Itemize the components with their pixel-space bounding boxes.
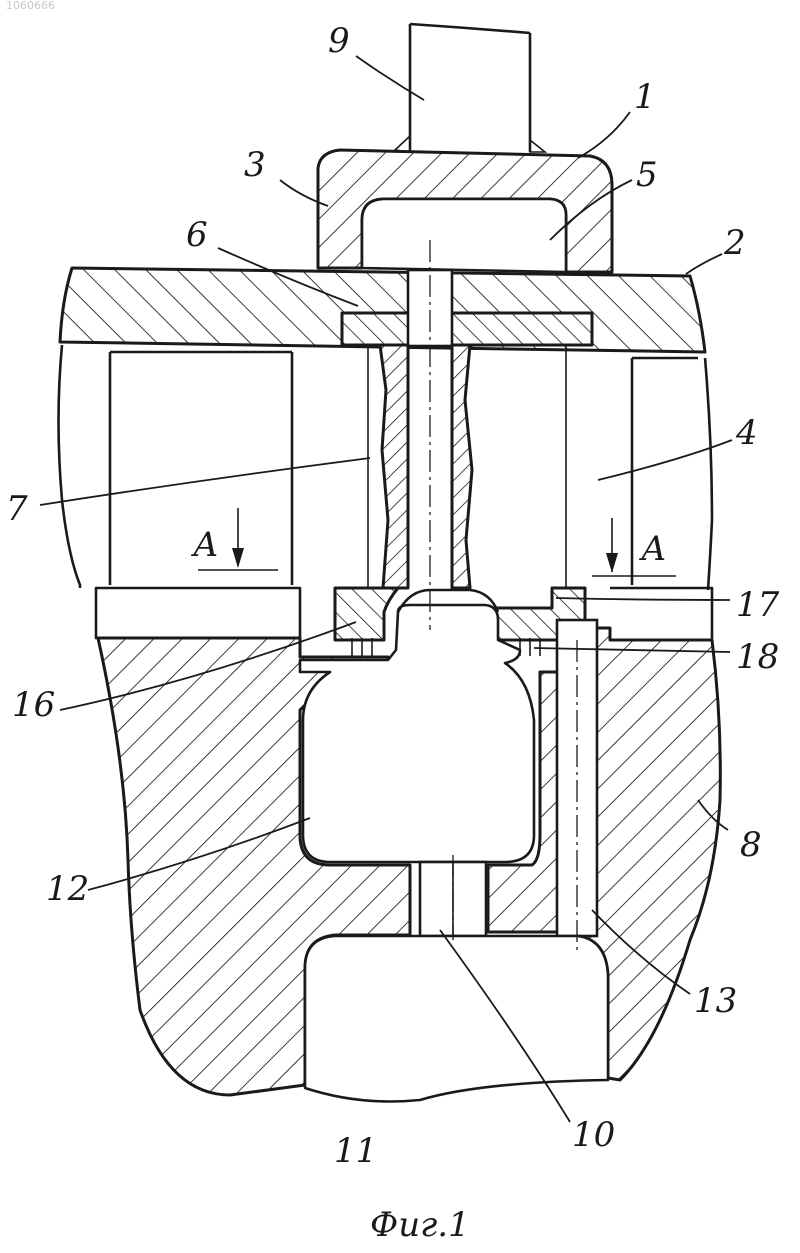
label-4: 4: [735, 413, 758, 453]
label-5: 5: [636, 155, 658, 195]
tube-7: [368, 345, 566, 588]
label-3: 3: [244, 145, 266, 185]
label-13: 13: [694, 981, 737, 1021]
label-1: 1: [634, 77, 656, 117]
insert-6: [342, 313, 592, 345]
section-label-right: А: [639, 529, 667, 569]
document-number: 1060666: [6, 0, 55, 12]
section-mark-a-right: А: [592, 518, 676, 576]
section-mark-a-left: А: [191, 508, 278, 570]
label-10: 10: [572, 1115, 615, 1155]
rod-9: [410, 24, 530, 152]
label-16: 16: [12, 685, 55, 725]
label-2: 2: [723, 223, 746, 263]
label-9: 9: [328, 21, 350, 61]
chamber-12: [300, 605, 534, 862]
label-17: 17: [736, 585, 780, 625]
section-label-left: А: [191, 525, 219, 565]
label-11: 11: [334, 1131, 377, 1171]
figure-caption: Фиг.1: [370, 1205, 470, 1245]
label-7: 7: [6, 489, 28, 529]
seal-weld: [395, 136, 545, 152]
label-6: 6: [186, 215, 208, 255]
label-18: 18: [736, 637, 779, 677]
chamber-5: [362, 199, 566, 272]
label-12: 12: [46, 869, 89, 909]
chamber-11: [305, 936, 608, 1102]
label-8: 8: [740, 825, 762, 865]
